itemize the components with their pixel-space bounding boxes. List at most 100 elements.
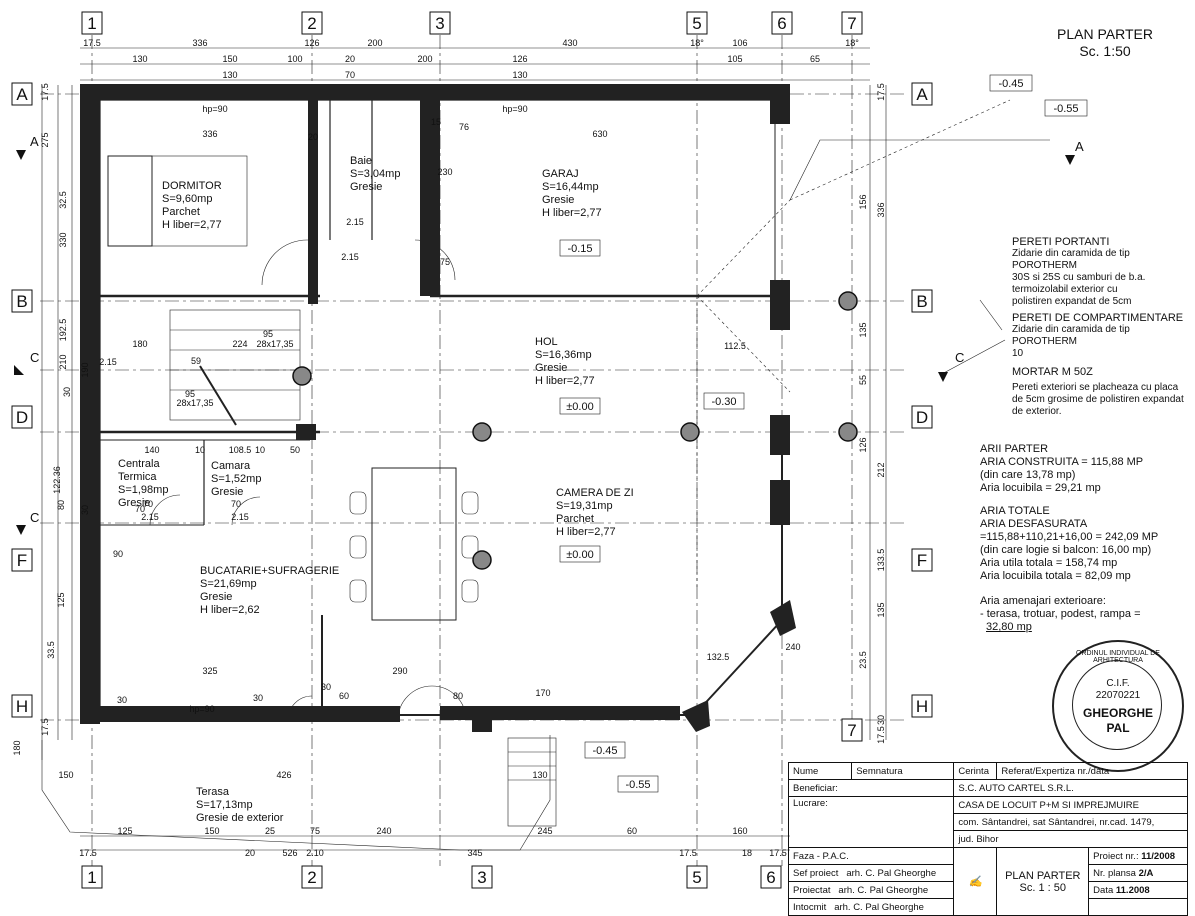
room-detail: S=21,69mp: [200, 578, 257, 590]
dim-top2: 105: [727, 54, 742, 64]
tb-beneficiary-label: Beneficiar:: [787, 779, 955, 797]
dim-inner: 290: [392, 666, 407, 676]
room-name: Terasa: [196, 786, 230, 798]
section-mark-label: C: [30, 510, 39, 525]
dim-right: 30: [876, 715, 886, 725]
dim-inner: 325: [202, 666, 217, 676]
notes-line: de exterior.: [1012, 406, 1062, 417]
tb-beneficiary-value: S.C. AUTO CARTEL S.R.L.: [953, 779, 1188, 797]
dim-bottom2: 2.10: [306, 848, 324, 858]
axis-row-right-A-box: [911, 82, 933, 106]
dim-left: 33.5: [46, 641, 56, 659]
dim-top1: 18°: [845, 38, 859, 48]
dim-top2: 200: [417, 54, 432, 64]
notes-line: Pereti exteriori se placheaza cu placa: [1012, 382, 1179, 393]
drawing-title-scale: Sc. 1:50: [1079, 43, 1131, 59]
dim-top1: 336: [192, 38, 207, 48]
room-detail: S=1,52mp: [211, 473, 261, 485]
tb-header-review: Referat/Expertiza nr./data: [996, 762, 1188, 780]
tb-chief: arh. C. Pal Gheorghe: [846, 867, 937, 879]
section-mark-label: A: [1075, 139, 1084, 154]
axis-col-bottom-1-box: [81, 865, 103, 889]
axis-row-right-B-box: [911, 289, 933, 313]
tb-plan-scale: Sc. 1 : 50: [1019, 881, 1067, 894]
stamp-ring-text: ORDINUL INDIVIDUAL DE ARHITECTURA: [1076, 650, 1160, 664]
dim-inner: 2.15: [341, 252, 359, 262]
dim-right: 133.5: [876, 549, 886, 572]
areas-heading-ground: ARII PARTER: [980, 443, 1049, 455]
room-detail: S=17,13mp: [196, 799, 253, 811]
tb-project-label: Lucrare:: [787, 796, 955, 848]
dim-right: 23.5: [858, 651, 868, 669]
dim-bottom1: 25: [265, 826, 275, 836]
tb-project-address: com. Sântandrei, sat Sântandrei, nr.cad.…: [953, 813, 1188, 831]
axis-col-7-box: [841, 11, 863, 35]
dim-bottom1: 75: [310, 826, 320, 836]
room-detail: S=9,60mp: [162, 193, 212, 205]
wall-notes: PERETI PORTANTI Zidarie din caramida de …: [1012, 236, 1192, 418]
dim-bottom1: 60: [627, 826, 637, 836]
tb-project-no-label: Proiect nr.:: [1093, 850, 1139, 862]
section-mark-label: A: [30, 134, 39, 149]
axis-col-bottom-5: 5: [692, 868, 701, 887]
dim-inner: 224: [232, 339, 247, 349]
level-mark: -0.15: [567, 243, 592, 255]
dim-left: 210: [58, 354, 68, 369]
dim-inner: 90: [113, 549, 123, 559]
axis-row-D-box: [11, 405, 33, 429]
axis-col-5: 5: [692, 14, 701, 33]
dim-left: 17.5: [40, 718, 50, 736]
room-detail: Parchet: [162, 206, 200, 218]
dim-inner: 70: [135, 504, 145, 514]
axis-col-bottom-6-box: [760, 865, 782, 889]
stamp-name2: PAL: [1106, 721, 1130, 735]
dim-right: 17.5: [876, 83, 886, 101]
dim-inner: 70: [143, 499, 153, 509]
tb-project-no: 11/2008: [1141, 850, 1176, 862]
drawing-title-main: PLAN PARTER: [1057, 26, 1153, 42]
axis-col-1: 1: [87, 14, 96, 33]
dim-bottom3: 130: [532, 770, 547, 780]
dim-inner: 30: [253, 693, 263, 703]
areas-line: (din care logie si balcon: 16,00 mp): [980, 544, 1152, 556]
room-name: CAMERA DE ZI: [556, 487, 634, 499]
dim-right: 55: [858, 375, 868, 385]
level-mark: -0.45: [592, 745, 617, 757]
dim-top2: 150: [222, 54, 237, 64]
areas-line: - terasa, trotuar, podest, rampa =: [980, 608, 1141, 620]
room-detail: Parchet: [556, 513, 594, 525]
dim-top2: 126: [512, 54, 527, 64]
areas-line: Aria locuibila = 29,21 mp: [980, 482, 1101, 494]
room-detail: Gresie: [200, 591, 232, 603]
dim-right: 135: [858, 322, 868, 337]
dim-top3: 130: [222, 70, 237, 80]
dim-inner: 30: [321, 682, 331, 692]
dim-bottom3: 150: [58, 770, 73, 780]
tb-plan-name: PLAN PARTER: [1005, 869, 1081, 882]
level-mark: -0.30: [711, 396, 736, 408]
level-mark: -0.55: [1053, 103, 1078, 115]
dim-left: 125: [56, 592, 66, 607]
dim-bottom1: 240: [376, 826, 391, 836]
level-mark: ±0.00: [566, 401, 593, 413]
tb-sheet-label: Nr. plansa: [1093, 867, 1136, 879]
axis-row-right-H: H: [916, 697, 928, 716]
axis-row-right-H-box: [911, 694, 933, 718]
dim-inner: 75: [440, 257, 450, 267]
axis-row-right-F: F: [917, 551, 927, 570]
axis-col-1-box: [81, 11, 103, 35]
notes-line: 10: [1012, 348, 1024, 359]
notes-line: Zidarie din caramida de tip POROTHERM: [1012, 248, 1130, 271]
dim-right: 212: [876, 462, 886, 477]
areas-line: ARIA DESFASURATA: [980, 518, 1088, 530]
dim-bottom1: 160: [732, 826, 747, 836]
dim-inner: 132.5: [707, 652, 730, 662]
level-mark: -0.45: [998, 78, 1023, 90]
dim-bottom2: 345: [467, 848, 482, 858]
dim-inner: 112.5: [724, 341, 746, 351]
room-detail: S=16,44mp: [542, 181, 599, 193]
tb-date-label: Data: [1093, 884, 1114, 896]
axis-row-right-D-box: [911, 405, 933, 429]
dim-inner: 50: [290, 445, 300, 455]
